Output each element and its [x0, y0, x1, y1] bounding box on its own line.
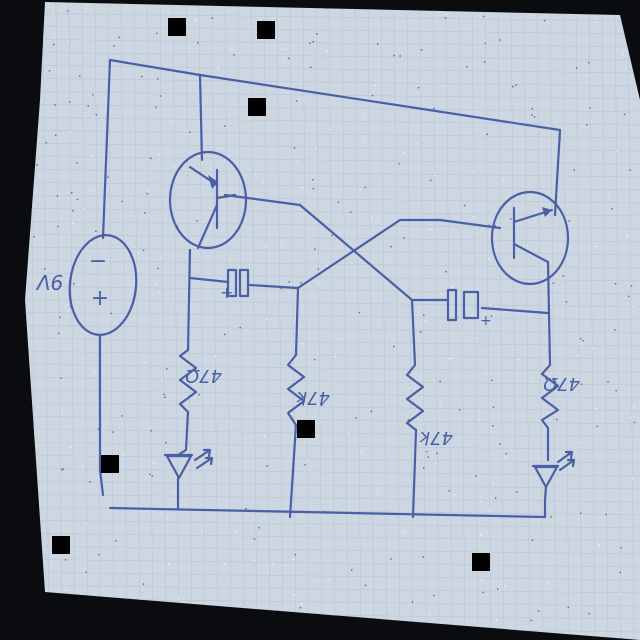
resistor-left-base-label: 47k [295, 387, 330, 408]
noise-square [257, 21, 275, 39]
capacitor-right: + [446, 288, 492, 329]
led-left [163, 448, 214, 480]
capacitor-right-plus: + [480, 313, 492, 329]
led-right [531, 450, 576, 502]
battery-minus-label: − [89, 249, 107, 274]
wires [98, 58, 562, 519]
noise-square [52, 536, 70, 554]
resistor-right-led: 47Ω [540, 363, 580, 462]
noise-square [472, 553, 490, 571]
transistor-left [168, 150, 248, 250]
resistor-right-base: 47k [405, 363, 453, 448]
occlusion-squares [52, 18, 490, 571]
resistor-right-led-label: 47Ω [543, 373, 580, 394]
battery-voltage-label: 9V [35, 270, 63, 294]
transistor-right [490, 190, 570, 286]
resistor-left-led: 47Ω [178, 348, 222, 452]
resistor-left-led-label: 47Ω [185, 365, 222, 386]
noise-square [101, 455, 119, 473]
capacitor-left-plus: + [220, 283, 233, 302]
battery-plus-label: + [91, 286, 109, 311]
noise-square [297, 420, 315, 438]
resistor-right-base-label: 47k [418, 427, 453, 448]
noise-square [168, 18, 186, 36]
capacitor-left: + [220, 268, 250, 302]
battery-symbol: − + 9V [35, 234, 138, 336]
noise-square [248, 98, 266, 116]
resistor-left-base: 47k [286, 353, 330, 427]
